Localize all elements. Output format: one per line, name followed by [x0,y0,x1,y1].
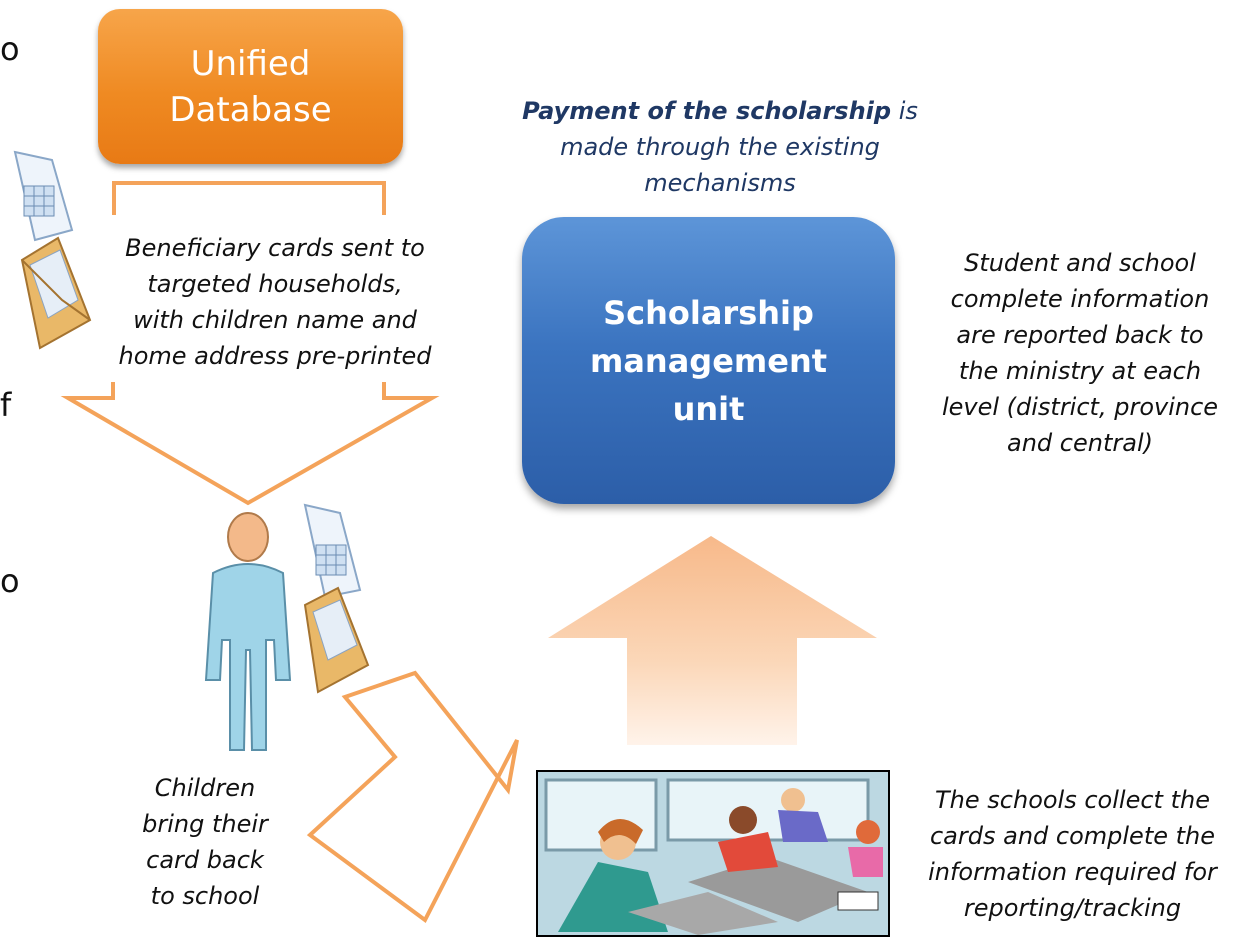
smu-line2: management [589,341,828,380]
children-line: bring their [142,810,268,838]
envelope-icon-person [303,586,370,694]
cut-text-b: f [0,386,12,424]
reporting-note: Student and school complete information … [910,245,1250,461]
beneficiary-line: with children name and [133,306,417,334]
payment-note-line3: mechanisms [644,169,796,197]
classroom-image [536,770,890,937]
beneficiary-line: targeted households, [147,270,403,298]
reporting-line: and central) [1007,429,1153,457]
payment-note-line2: made through the existing [560,133,880,161]
payment-note-rest: is [891,97,918,125]
smu-line3: unit [672,389,745,428]
reporting-line: Student and school [964,249,1196,277]
down-v-arrow [60,382,440,506]
up-arrow [548,536,877,745]
children-line: card back [146,846,264,874]
payment-note: Payment of the scholarship is made throu… [470,93,970,201]
schools-line: The schools collect the [935,786,1210,814]
document-icon-person [303,503,362,599]
document-icon-left [13,150,74,242]
database-label-line1: Unified [190,43,311,84]
db-bracket [112,181,386,215]
cut-text-c: o [0,562,20,600]
diagonal-arrow [306,670,519,924]
database-label-line2: Database [169,89,332,130]
payment-note-bold: Payment of the scholarship [522,97,892,125]
smu-line1: Scholarship [603,293,814,332]
reporting-line: complete information [950,285,1210,313]
children-line: Children [154,774,256,802]
schools-line: cards and complete the [929,822,1216,850]
cut-text-a: o [0,30,20,68]
scholarship-management-unit-box: Scholarship management unit [522,217,895,504]
reporting-line: are reported back to [956,321,1204,349]
children-line: to school [150,882,260,910]
schools-line: reporting/tracking [963,894,1182,922]
schools-line: information required for [928,858,1217,886]
reporting-line: level (district, province [941,393,1219,421]
reporting-line: the ministry at each [958,357,1202,385]
beneficiary-line: Beneficiary cards sent to [125,234,425,262]
unified-database-box: Unified Database [98,9,403,164]
person-icon [204,512,292,751]
envelope-icon-left [20,236,92,350]
classroom-illustration [538,772,888,935]
beneficiary-line: home address pre-printed [118,342,432,370]
children-note: Children bring their card back to school [130,770,280,914]
beneficiary-note: Beneficiary cards sent to targeted house… [90,230,460,374]
schools-note: The schools collect the cards and comple… [890,782,1252,926]
